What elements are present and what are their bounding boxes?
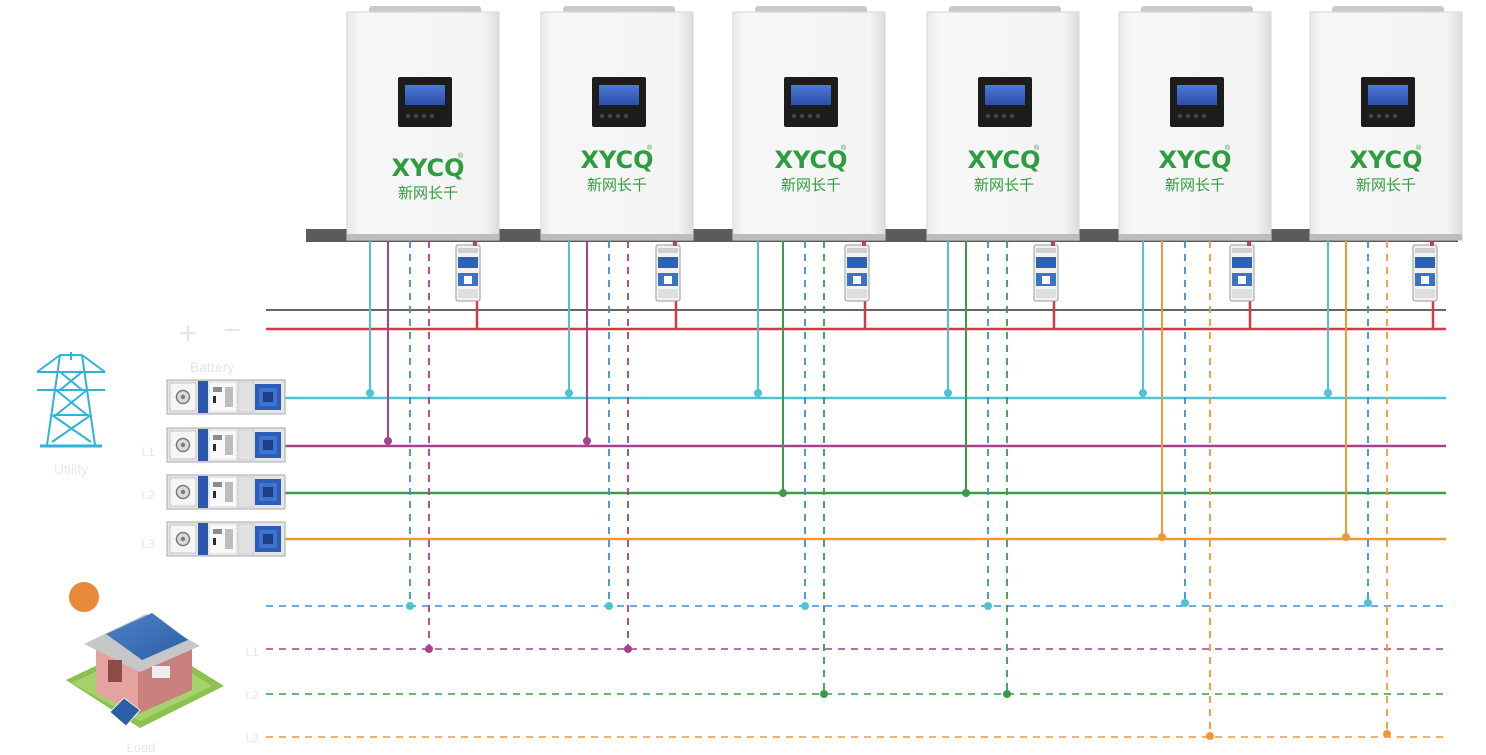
registered-mark: ® (647, 144, 653, 152)
brand-logo-3: XYCQ ® 新网长千 (774, 144, 847, 194)
brand-chinese-text: 新网长千 (781, 176, 841, 194)
output-drops (409, 241, 1388, 737)
utility-tower-icon (36, 352, 106, 448)
battery-plus-label: + (179, 315, 198, 351)
brand-logo-5: XYCQ ® 新网长千 (1158, 144, 1231, 194)
brand-chinese-text: 新网长千 (587, 176, 647, 194)
brand-logo-text: XYCQ (391, 154, 464, 182)
utility-label: Utility (54, 461, 88, 477)
dc-breaker-icon (844, 241, 870, 302)
ac-breaker-icon (166, 379, 286, 415)
inverter-2 (540, 5, 694, 241)
registered-mark: ® (1034, 144, 1040, 152)
dc-breaker-icon (1033, 241, 1059, 302)
utility-l1-label: L1 (141, 445, 155, 459)
utility-l3-label: L3 (141, 537, 155, 551)
ac-breaker-icon (166, 521, 286, 557)
brand-logo-4: XYCQ ® 新网长千 (967, 144, 1040, 194)
load-l3-label: L3 (245, 731, 259, 745)
load-buses (266, 605, 1446, 738)
dc-breaker-drops (475, 300, 1435, 329)
brand-chinese-text: 新网长千 (974, 176, 1034, 194)
registered-mark: ® (841, 144, 847, 152)
inverter-1 (346, 5, 500, 241)
sun-icon (69, 582, 99, 612)
brand-logo-2: XYCQ ® 新网长千 (580, 144, 653, 194)
registered-mark: ® (458, 152, 464, 160)
input-drops (369, 241, 1347, 539)
brand-logo-1: XYCQ ® 新网长千 (391, 152, 464, 202)
brand-chinese-text: 新网长千 (1165, 176, 1225, 194)
load-label: Load (127, 740, 156, 755)
brand-logo-text: XYCQ (1158, 146, 1231, 174)
load-l2-label: L2 (245, 688, 259, 702)
utility-l2-label: L2 (141, 488, 155, 502)
brand-logo-text: XYCQ (580, 146, 653, 174)
ac-breaker-icon (166, 474, 286, 510)
inverter-6 (1309, 5, 1463, 241)
load-l1-label: L1 (245, 645, 259, 659)
dc-breaker-icon (455, 241, 481, 302)
brand-logo-text: XYCQ (967, 146, 1040, 174)
registered-mark: ® (1225, 144, 1231, 152)
registered-mark: ® (1416, 144, 1422, 152)
brand-logo-text: XYCQ (774, 146, 847, 174)
house-icon (66, 613, 224, 728)
solar-panel-icon (109, 697, 141, 727)
brand-logo-6: XYCQ ® 新网长千 (1349, 144, 1422, 194)
dc-breaker-icon (1229, 241, 1255, 302)
inverter-5 (1118, 5, 1272, 241)
junction-dots (366, 389, 1391, 740)
brand-logo-text: XYCQ (1349, 146, 1422, 174)
dc-breaker-icon (1412, 241, 1438, 302)
brand-chinese-text: 新网长千 (398, 184, 458, 202)
battery-label: Battery (190, 359, 234, 375)
inverter-3 (732, 5, 886, 241)
brand-chinese-text: 新网长千 (1356, 176, 1416, 194)
dc-breaker-icon (655, 241, 681, 302)
battery-minus-label: − (223, 314, 241, 347)
ac-breaker-icon (166, 427, 286, 463)
inverter-4 (926, 5, 1080, 241)
